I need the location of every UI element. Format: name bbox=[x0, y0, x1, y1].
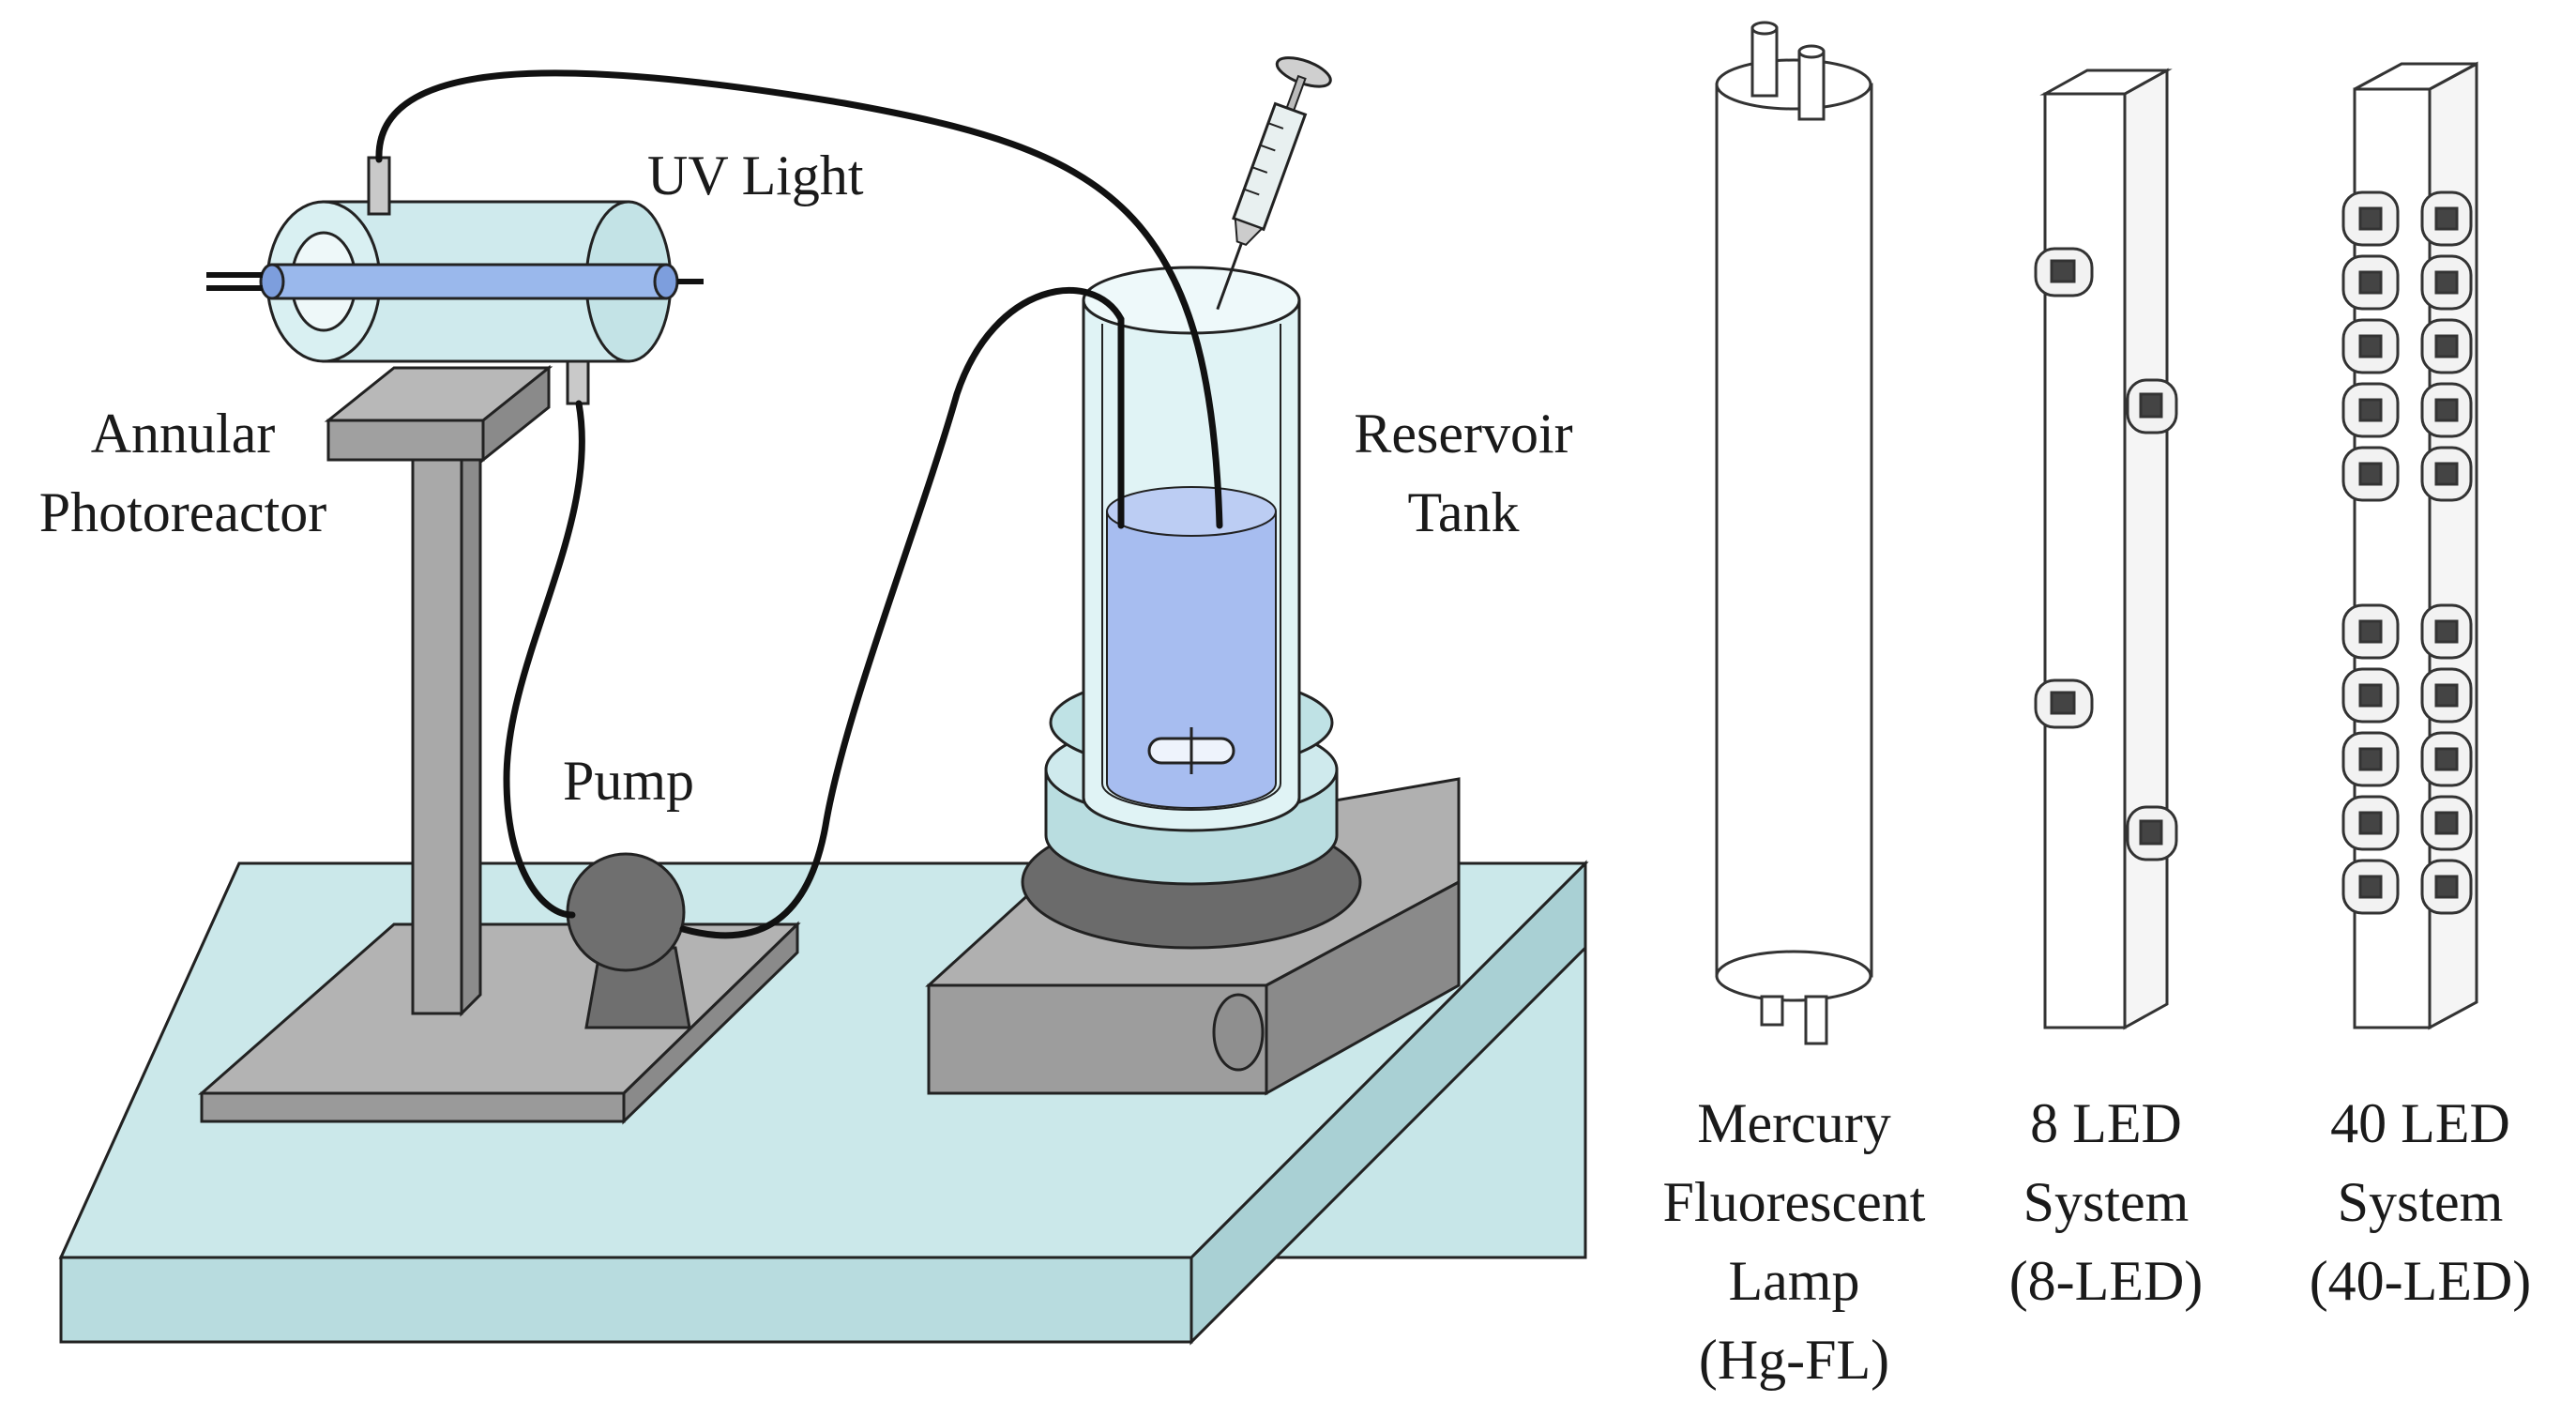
label-40led-line3: (40-LED) bbox=[2309, 1250, 2532, 1312]
led-chip-core bbox=[2358, 206, 2383, 231]
label-40led-line1: 40 LED bbox=[2330, 1092, 2510, 1154]
label-pump: Pump bbox=[563, 750, 695, 812]
syringe bbox=[1216, 56, 1332, 311]
mercury-lamp bbox=[1715, 21, 1873, 1045]
led-chip-core bbox=[2358, 334, 2383, 358]
led-chip-core bbox=[2434, 462, 2459, 486]
label-reservoir-line2: Tank bbox=[1407, 481, 1520, 543]
label-annular-line1: Annular bbox=[90, 403, 276, 465]
label-mercury-line2: Fluorescent bbox=[1662, 1171, 1926, 1233]
led-chip-core bbox=[2434, 875, 2459, 899]
led-chip-core bbox=[2434, 206, 2459, 231]
stand-arm bbox=[324, 364, 553, 464]
led-chip-core bbox=[2434, 683, 2459, 708]
led-chip-core bbox=[2434, 619, 2459, 644]
label-mercury-line4: (Hg-FL) bbox=[1698, 1329, 1890, 1391]
led-40-system bbox=[2341, 61, 2478, 1030]
led-chip-core bbox=[2358, 270, 2383, 295]
label-mercury-line3: Lamp bbox=[1728, 1250, 1860, 1312]
label-8-led: 8 LED System (8-LED) bbox=[1970, 1084, 2242, 1320]
led-chip-core bbox=[2434, 398, 2459, 422]
uv-lamp-tube bbox=[206, 263, 704, 300]
label-8led-line3: (8-LED) bbox=[2008, 1250, 2204, 1312]
label-mercury-line1: Mercury bbox=[1697, 1092, 1891, 1154]
label-mercury-lamp: Mercury Fluorescent Lamp (Hg-FL) bbox=[1632, 1084, 1956, 1399]
led-chip-core bbox=[2358, 875, 2383, 899]
label-40led-line2: System bbox=[2337, 1171, 2504, 1233]
stand-pole bbox=[411, 419, 482, 1017]
label-uv-light: UV Light bbox=[647, 145, 864, 206]
led-chip-core bbox=[2434, 811, 2459, 835]
led-chip-core bbox=[2358, 747, 2383, 771]
label-reservoir-line1: Reservoir bbox=[1354, 403, 1573, 465]
led-chip-core bbox=[2358, 683, 2383, 708]
led-chips-40 bbox=[2341, 190, 2473, 915]
led-chip-core bbox=[2358, 398, 2383, 422]
led-chip-core bbox=[2358, 462, 2383, 486]
label-8led-line1: 8 LED bbox=[2030, 1092, 2182, 1154]
led-chip-core bbox=[2358, 619, 2383, 644]
reservoir-tank bbox=[1044, 266, 1339, 886]
label-40-led: 40 LED System (40-LED) bbox=[2280, 1084, 2561, 1320]
pump bbox=[566, 852, 691, 1029]
label-reservoir-tank: Reservoir Tank bbox=[1323, 394, 1604, 552]
led-chip-core bbox=[2434, 334, 2459, 358]
led-chip-core bbox=[2434, 270, 2459, 295]
led-chip-core bbox=[2358, 811, 2383, 835]
label-annular-line2: Photoreactor bbox=[38, 481, 327, 543]
led-chip-core bbox=[2434, 747, 2459, 771]
led-chips-8 bbox=[2034, 247, 2178, 861]
tubing bbox=[375, 69, 1223, 939]
led-8-system bbox=[2034, 68, 2178, 1030]
label-annular-photoreactor: Annular Photoreactor bbox=[9, 394, 356, 552]
label-8led-line2: System bbox=[2023, 1171, 2190, 1233]
